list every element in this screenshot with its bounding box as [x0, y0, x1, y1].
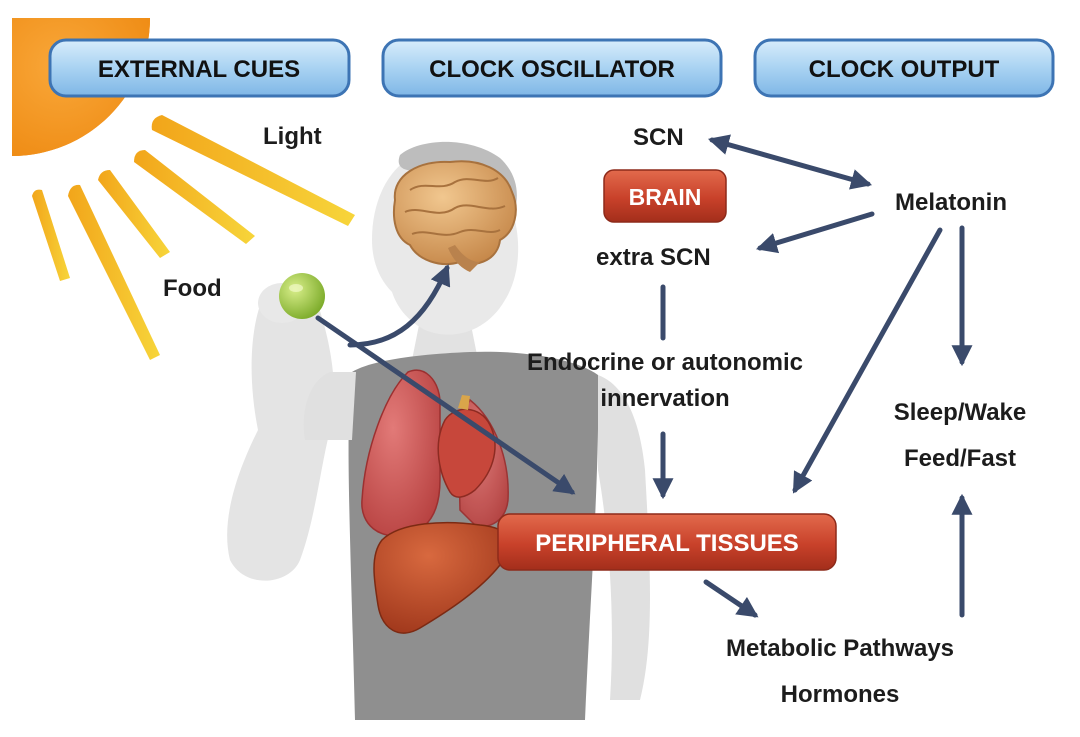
scn-label: SCN — [633, 124, 684, 151]
brain-box-label: BRAIN — [629, 184, 702, 210]
endocrine-label-line1: Endocrine or autonomic — [527, 349, 803, 376]
endocrine-label-line2: innervation — [600, 385, 729, 412]
header-external-cues: EXTERNAL CUES — [48, 38, 351, 98]
liver-icon — [373, 521, 512, 634]
brain-box: BRAIN — [603, 169, 727, 223]
arrow-scn-melatonin — [707, 134, 873, 190]
metabolic-pathways-label: Metabolic Pathways — [726, 635, 954, 662]
food-label: Food — [163, 275, 222, 302]
feed-fast-label: Feed/Fast — [904, 445, 1016, 472]
arrow-peripheral-metabolic — [703, 579, 759, 618]
header-clock-output: CLOCK OUTPUT — [753, 38, 1055, 98]
clock-oscillator-label: CLOCK OSCILLATOR — [429, 56, 675, 83]
extra-scn-label: extra SCN — [596, 244, 711, 271]
header-clock-oscillator: CLOCK OSCILLATOR — [381, 38, 723, 98]
clock-output-label: CLOCK OUTPUT — [809, 56, 1000, 83]
hormones-label: Hormones — [781, 681, 900, 708]
brain-icon — [392, 160, 517, 272]
peripheral-tissues-label: PERIPHERAL TISSUES — [535, 530, 799, 557]
sleep-wake-label: Sleep/Wake — [894, 399, 1027, 426]
light-label: Light — [263, 123, 322, 150]
peripheral-tissues-box: PERIPHERAL TISSUES — [497, 513, 837, 571]
arrow-melatonin-extra-scn — [755, 211, 875, 254]
arrow-food-brain — [347, 264, 451, 348]
external-cues-label: EXTERNAL CUES — [98, 56, 300, 83]
apple-icon — [279, 273, 325, 319]
arrow-melatonin-peripheral — [792, 227, 943, 494]
melatonin-label: Melatonin — [895, 189, 1007, 216]
